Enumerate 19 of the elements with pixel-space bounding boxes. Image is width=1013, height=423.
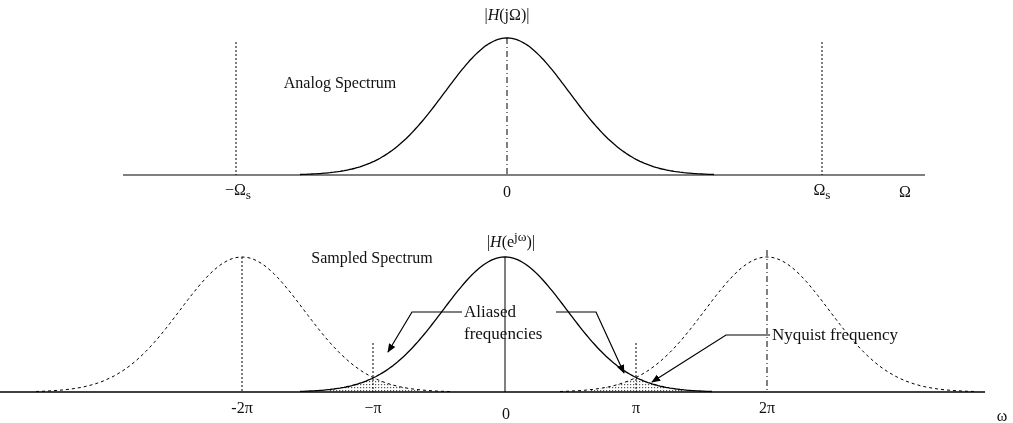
tick-label: 0 <box>502 406 510 422</box>
tick-label: −Ω$_{s}$ <box>224 182 252 202</box>
tick-label: 2π <box>758 400 776 416</box>
leader-line <box>651 334 771 383</box>
callout-text: Nyquist frequency <box>772 324 942 346</box>
leader-line <box>555 311 625 374</box>
tick-label: π <box>631 400 641 416</box>
axis-label: Ω <box>899 184 911 200</box>
tick-label: 0 <box>503 184 511 200</box>
panel-title: Analog Spectrum <box>283 75 397 91</box>
panel-title: Sampled Spectrum <box>311 250 433 266</box>
tick-label: −π <box>364 400 382 416</box>
tick-label: -2π <box>231 400 253 416</box>
axis-label: |H(e$^{jω}$)| <box>486 229 536 251</box>
axis-label: |H(jΩ)| <box>484 7 530 23</box>
leader-line <box>387 311 463 353</box>
axis-label: ω <box>996 408 1008 423</box>
callout-text: Aliased frequencies <box>464 301 564 345</box>
tick-label: Ω$_{s}$ <box>813 182 831 202</box>
